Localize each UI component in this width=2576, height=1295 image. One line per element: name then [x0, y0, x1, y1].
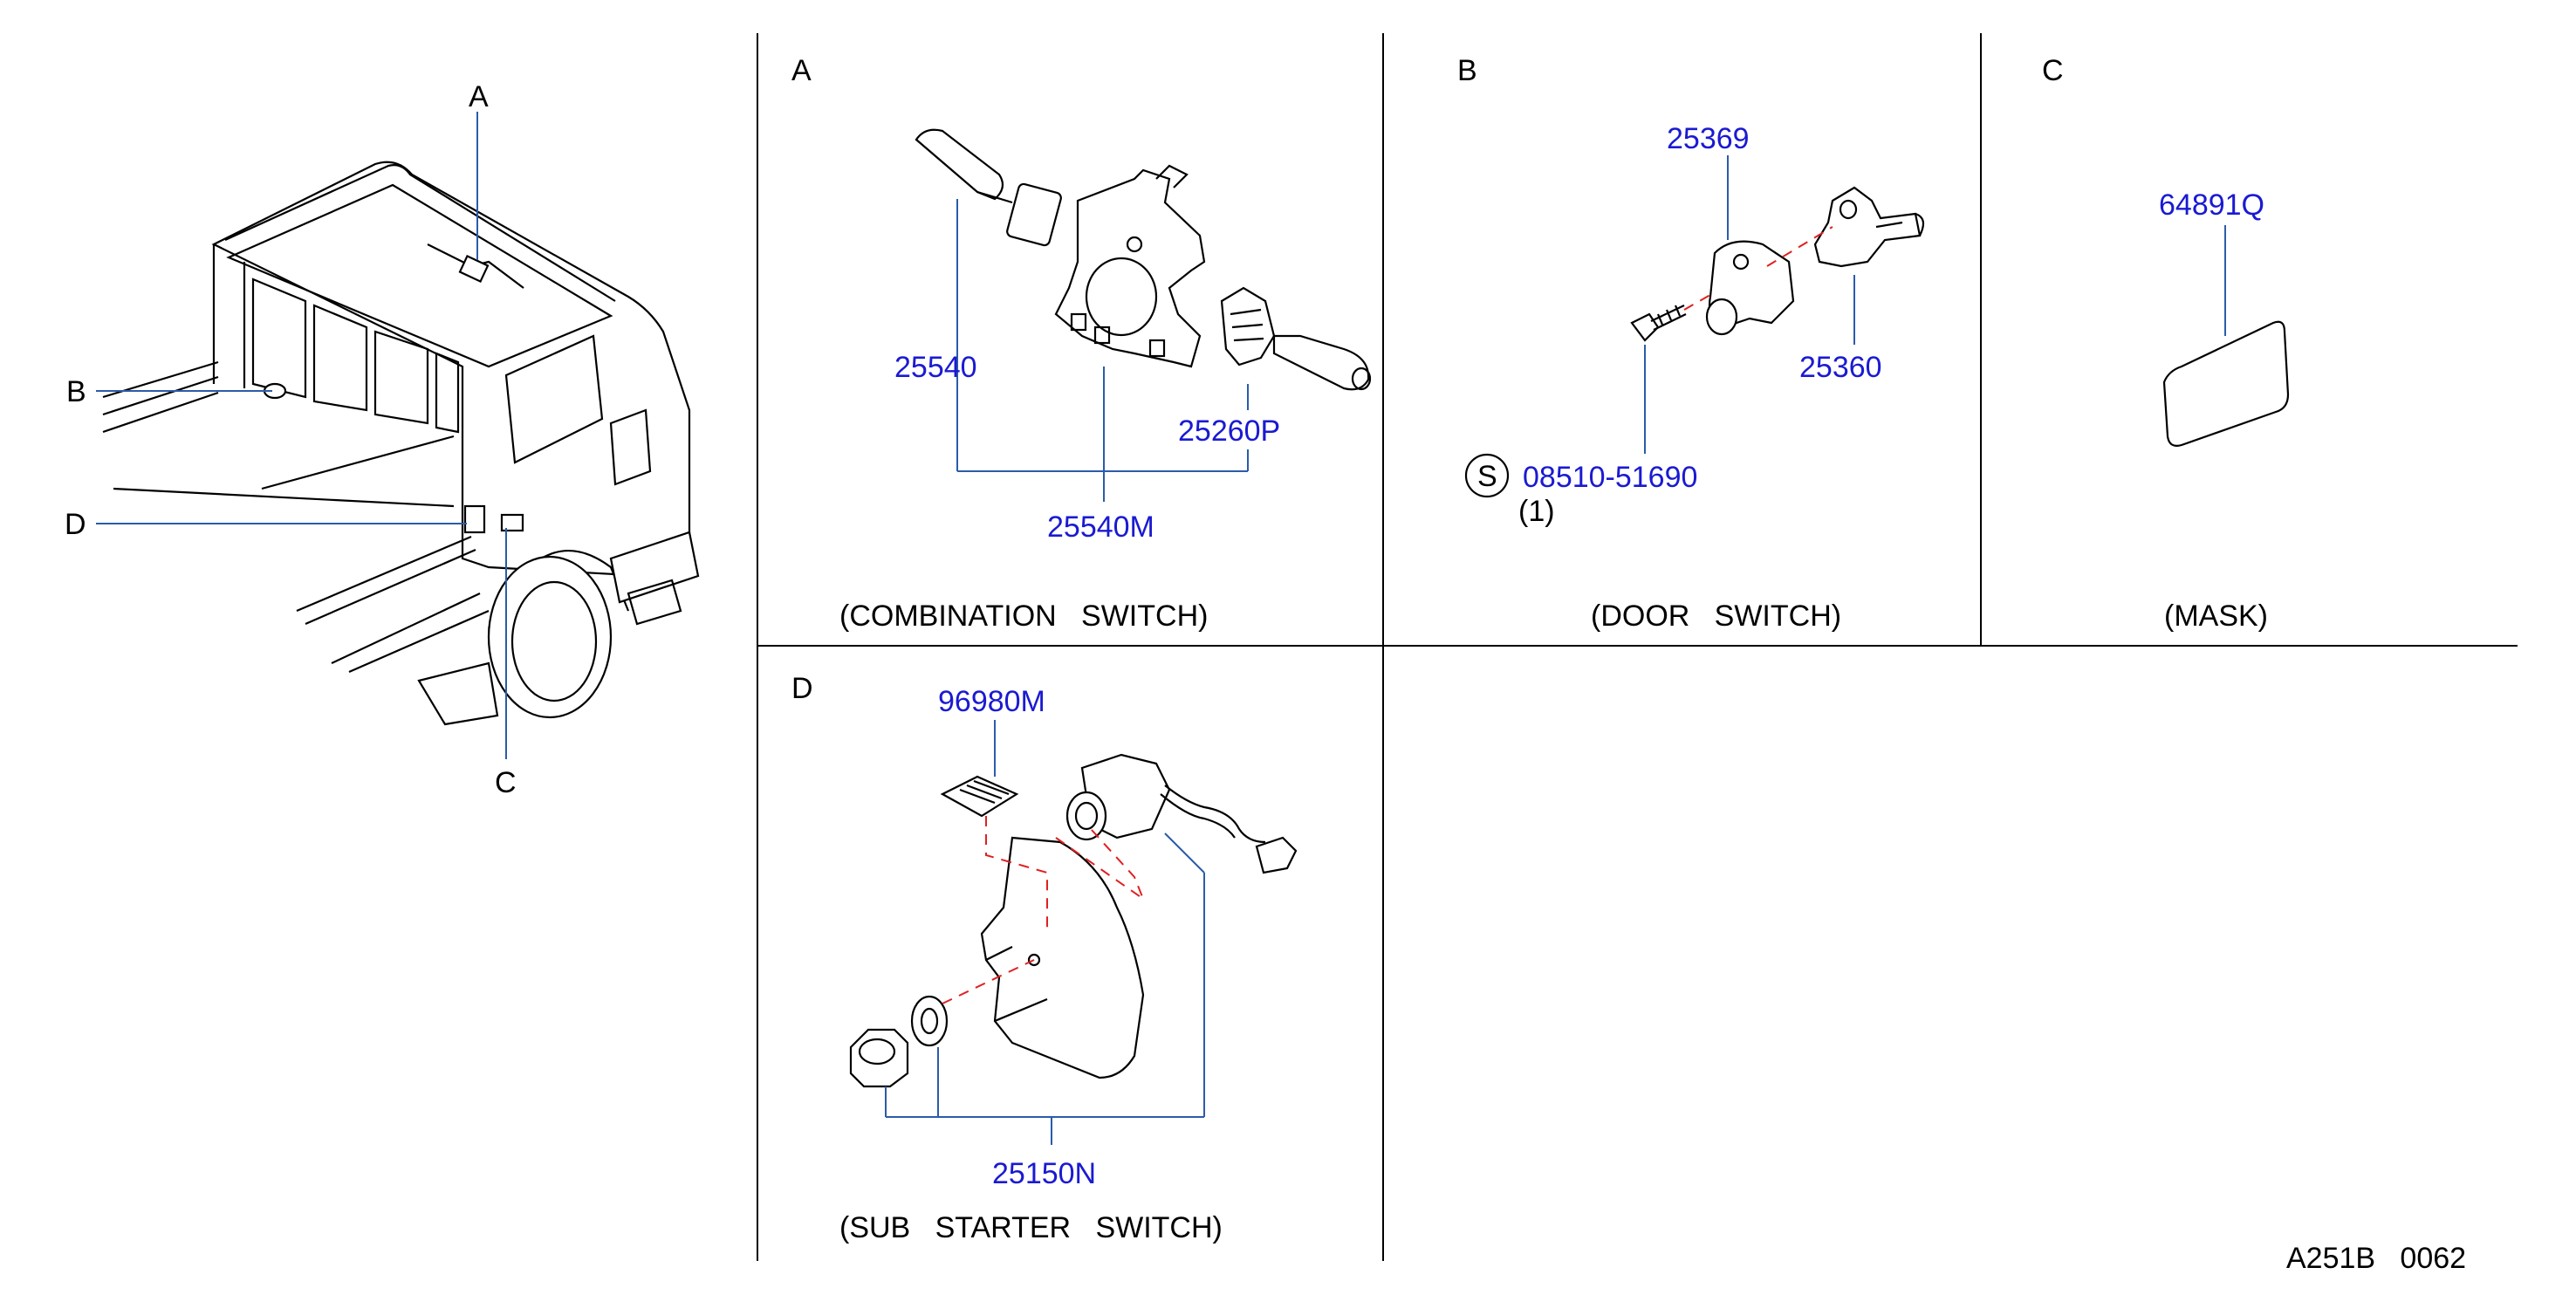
standard-part-symbol [1464, 453, 1510, 498]
panel-d-leaders [885, 720, 1205, 1145]
panel-grid [757, 33, 2518, 1261]
panel-c-letter: C [2042, 54, 2064, 87]
panel-d-caption: (SUB STARTER SWITCH) [839, 1211, 1223, 1244]
part-number-25150n[interactable]: 25150N [992, 1157, 1096, 1190]
part-number-25369[interactable]: 25369 [1667, 122, 1750, 155]
overview-leaders [96, 112, 507, 759]
part-quantity: (1) [1518, 495, 1555, 528]
door-switch-drawing [1630, 186, 1925, 342]
callout-b: B [66, 375, 86, 408]
callout-c: C [495, 766, 517, 799]
panel-c-caption: (MASK) [2164, 600, 2268, 633]
standard-part-symbol-letter: S [1477, 460, 1497, 493]
diagram-code: A251B 0062 [2286, 1242, 2466, 1275]
part-number-25540m[interactable]: 25540M [1047, 510, 1154, 544]
panel-a-leaders [956, 199, 1249, 502]
panel-b-letter: B [1457, 54, 1477, 87]
part-number-25260p[interactable]: 25260P [1178, 415, 1280, 448]
callout-d: D [65, 508, 86, 541]
panel-c: C 64891Q (MASK) [2042, 54, 2290, 633]
part-number-64891q[interactable]: 64891Q [2159, 188, 2264, 222]
part-number-25540[interactable]: 25540 [894, 351, 977, 384]
panel-a: A 25540 [791, 54, 1372, 633]
panel-d-letter: D [791, 672, 813, 705]
callout-a: A [469, 80, 489, 113]
panel-b-leaders [1644, 155, 1855, 454]
panel-a-caption: (COMBINATION SWITCH) [839, 600, 1208, 633]
mask-drawing [2162, 320, 2290, 447]
panel-b: B 25369 25360 S 08510-51690 (1) [1457, 54, 1925, 633]
panel-a-letter: A [791, 54, 812, 87]
part-number-96980m[interactable]: 96980M [938, 685, 1045, 718]
vehicle-overview-drawing [102, 161, 700, 726]
panel-d: D [791, 672, 1298, 1244]
panel-b-caption: (DOOR SWITCH) [1591, 600, 1841, 633]
part-number-25360[interactable]: 25360 [1799, 351, 1882, 384]
part-number-08510-51690[interactable]: 08510-51690 [1523, 461, 1697, 494]
combination-switch-drawing [915, 128, 1372, 391]
sub-starter-switch-drawing [849, 753, 1298, 1088]
